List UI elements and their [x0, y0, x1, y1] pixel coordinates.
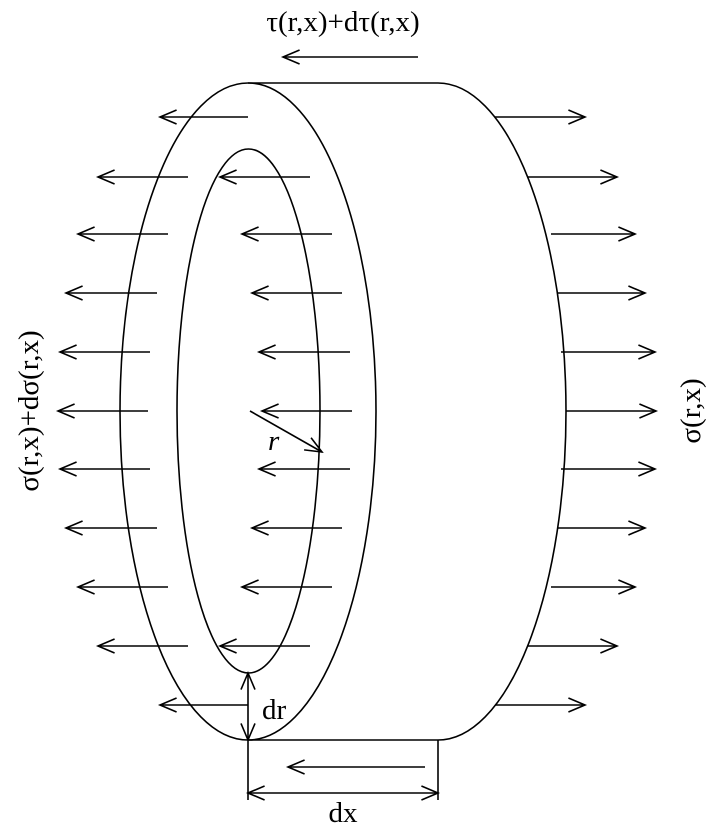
top-shear-arrow-head — [280, 49, 300, 65]
right-stress-arrow-head — [618, 579, 638, 595]
inner-stress-arrow-head — [249, 520, 269, 536]
right-stress-arrow-head — [639, 403, 659, 419]
bottom-shear-arrow-head — [285, 759, 305, 775]
inner-stress-arrow-head — [239, 579, 259, 595]
left-stress-arrow-head — [57, 461, 77, 477]
inner-stress-arrow-head — [259, 403, 279, 419]
right-stress-arrow-head — [568, 109, 588, 125]
inner-stress-arrow-head — [256, 344, 276, 360]
dx-label: dx — [329, 797, 359, 829]
left-stress-arrow-head — [75, 579, 95, 595]
radius-label: r — [268, 425, 280, 457]
left-stress-arrow-head — [157, 697, 177, 713]
inner-stress-arrow-head — [249, 285, 269, 301]
dr-dimension-arrow-head — [240, 670, 256, 690]
right-stress-arrow-head — [600, 638, 620, 654]
right-stress-arrow-head — [600, 169, 620, 185]
left-stress-arrow-head — [157, 109, 177, 125]
right-stress-arrow-head — [618, 226, 638, 242]
inner-stress-arrow-head — [239, 226, 259, 242]
right-stress-arrow-head — [628, 285, 648, 301]
right-stress-label: σ(r,x) — [675, 378, 707, 443]
right-stress-arrow-head — [638, 344, 658, 360]
left-stress-arrow-head — [55, 403, 75, 419]
arrow-group — [55, 49, 659, 801]
inner-stress-arrow-head — [256, 461, 276, 477]
inner-stress-arrow-head — [217, 638, 237, 654]
top-shear-label: τ(r,x)+dτ(r,x) — [266, 6, 419, 38]
left-stress-arrow-head — [75, 226, 95, 242]
left-stress-arrow-head — [95, 169, 115, 185]
left-stress-arrow-head — [63, 520, 83, 536]
left-stress-arrow-head — [63, 285, 83, 301]
right-stress-arrow-head — [628, 520, 648, 536]
radius-arrow-head — [304, 437, 324, 454]
ring-back-edge — [437, 82, 567, 741]
inner-stress-arrow-head — [217, 169, 237, 185]
right-stress-arrow-head — [638, 461, 658, 477]
left-stress-arrow-head — [95, 638, 115, 654]
dr-label: dr — [262, 694, 287, 726]
left-stress-label: σ(r,x)+dσ(r,x) — [13, 330, 45, 491]
radius-arrow — [249, 410, 323, 453]
right-stress-arrow-head — [568, 697, 588, 713]
left-stress-arrow-head — [57, 344, 77, 360]
